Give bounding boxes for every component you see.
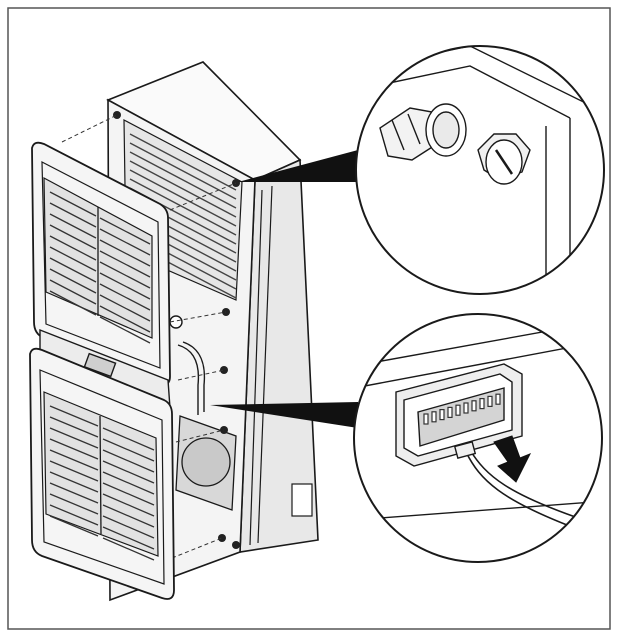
connector-pin xyxy=(487,395,493,407)
connector-pin xyxy=(431,411,437,423)
lower-cover-louvres xyxy=(49,405,155,561)
louvre-slat xyxy=(102,482,155,506)
connector-pin xyxy=(479,398,485,410)
louvre-slat xyxy=(49,213,97,239)
louvre-slat xyxy=(99,316,151,344)
housing-fan-area xyxy=(175,415,237,511)
upper-cover-louvres xyxy=(49,191,151,344)
louvre-slat xyxy=(49,471,99,493)
connector-pin xyxy=(463,402,469,414)
louvre-slat xyxy=(49,515,99,537)
louvre-slat xyxy=(49,191,97,217)
louvre-slat xyxy=(102,537,155,561)
louvre-slat xyxy=(49,279,97,305)
louvre-slat xyxy=(102,438,155,462)
louvre-slat xyxy=(129,133,237,191)
louvre-slat xyxy=(49,427,99,449)
connector-wire xyxy=(465,451,581,531)
louvre-slat xyxy=(102,526,155,550)
louvre-slat xyxy=(99,228,151,256)
detail-circle-screw xyxy=(355,45,605,295)
louvre-slat xyxy=(49,493,99,515)
housing-side-details xyxy=(249,185,313,546)
connector-pin xyxy=(439,409,445,421)
louvre-slat xyxy=(129,151,237,209)
detail-circle-connector xyxy=(353,313,603,563)
screw-icon xyxy=(220,366,228,374)
screw-icon xyxy=(113,111,121,119)
louvre-slat xyxy=(49,438,99,460)
louvre-slat xyxy=(49,482,99,504)
louvre-slat xyxy=(49,202,97,228)
louvre-slat xyxy=(102,427,155,451)
louvre-slat xyxy=(49,257,97,283)
louvre-slat xyxy=(102,471,155,495)
louvre-slat xyxy=(49,416,99,438)
pull-arrow-icon xyxy=(493,435,532,483)
louvre-slat xyxy=(99,272,151,300)
housing-cable xyxy=(169,315,206,415)
figure-frame xyxy=(7,7,611,630)
louvre-slat xyxy=(49,405,99,427)
louvre-slat xyxy=(99,305,151,333)
alignment-lines xyxy=(61,114,237,559)
louvre-slat xyxy=(49,290,97,316)
louvre-slat xyxy=(102,515,155,539)
louvre-slat xyxy=(99,250,151,278)
louvre-slat xyxy=(99,217,151,245)
louvre-slat xyxy=(102,493,155,517)
louvre-slat xyxy=(49,504,99,526)
louvre-slat xyxy=(49,224,97,250)
louvre-slat xyxy=(99,261,151,289)
louvre-slat xyxy=(102,449,155,473)
louvre-slat xyxy=(99,239,151,267)
callout-wedge-bottom xyxy=(210,402,358,428)
screw-head-icon xyxy=(477,133,531,185)
louvre-slat xyxy=(49,235,97,261)
louvre-slat xyxy=(129,169,237,227)
louvre-slat xyxy=(102,504,155,528)
connector-pin xyxy=(471,400,477,412)
connector-pin xyxy=(495,393,501,405)
connector-pin xyxy=(455,404,461,416)
louvre-slat xyxy=(129,160,237,218)
screw-icon xyxy=(232,541,240,549)
louvre-slat xyxy=(49,246,97,272)
louvre-slat xyxy=(49,449,99,471)
mounting-clip-icon xyxy=(379,103,467,161)
display-icon xyxy=(83,352,117,378)
louvre-slat xyxy=(49,268,97,294)
screw-icon xyxy=(218,534,226,542)
louvre-slat xyxy=(129,178,237,236)
louvre-slat xyxy=(102,460,155,484)
callout-wedge-top xyxy=(238,150,358,182)
connector-pin xyxy=(423,413,429,425)
connector-pin xyxy=(447,406,453,418)
connector-pins xyxy=(423,393,501,425)
louvre-slat xyxy=(99,294,151,322)
louvre-slat xyxy=(129,142,237,200)
louvre-slat xyxy=(49,460,99,482)
louvre-slat xyxy=(99,283,151,311)
